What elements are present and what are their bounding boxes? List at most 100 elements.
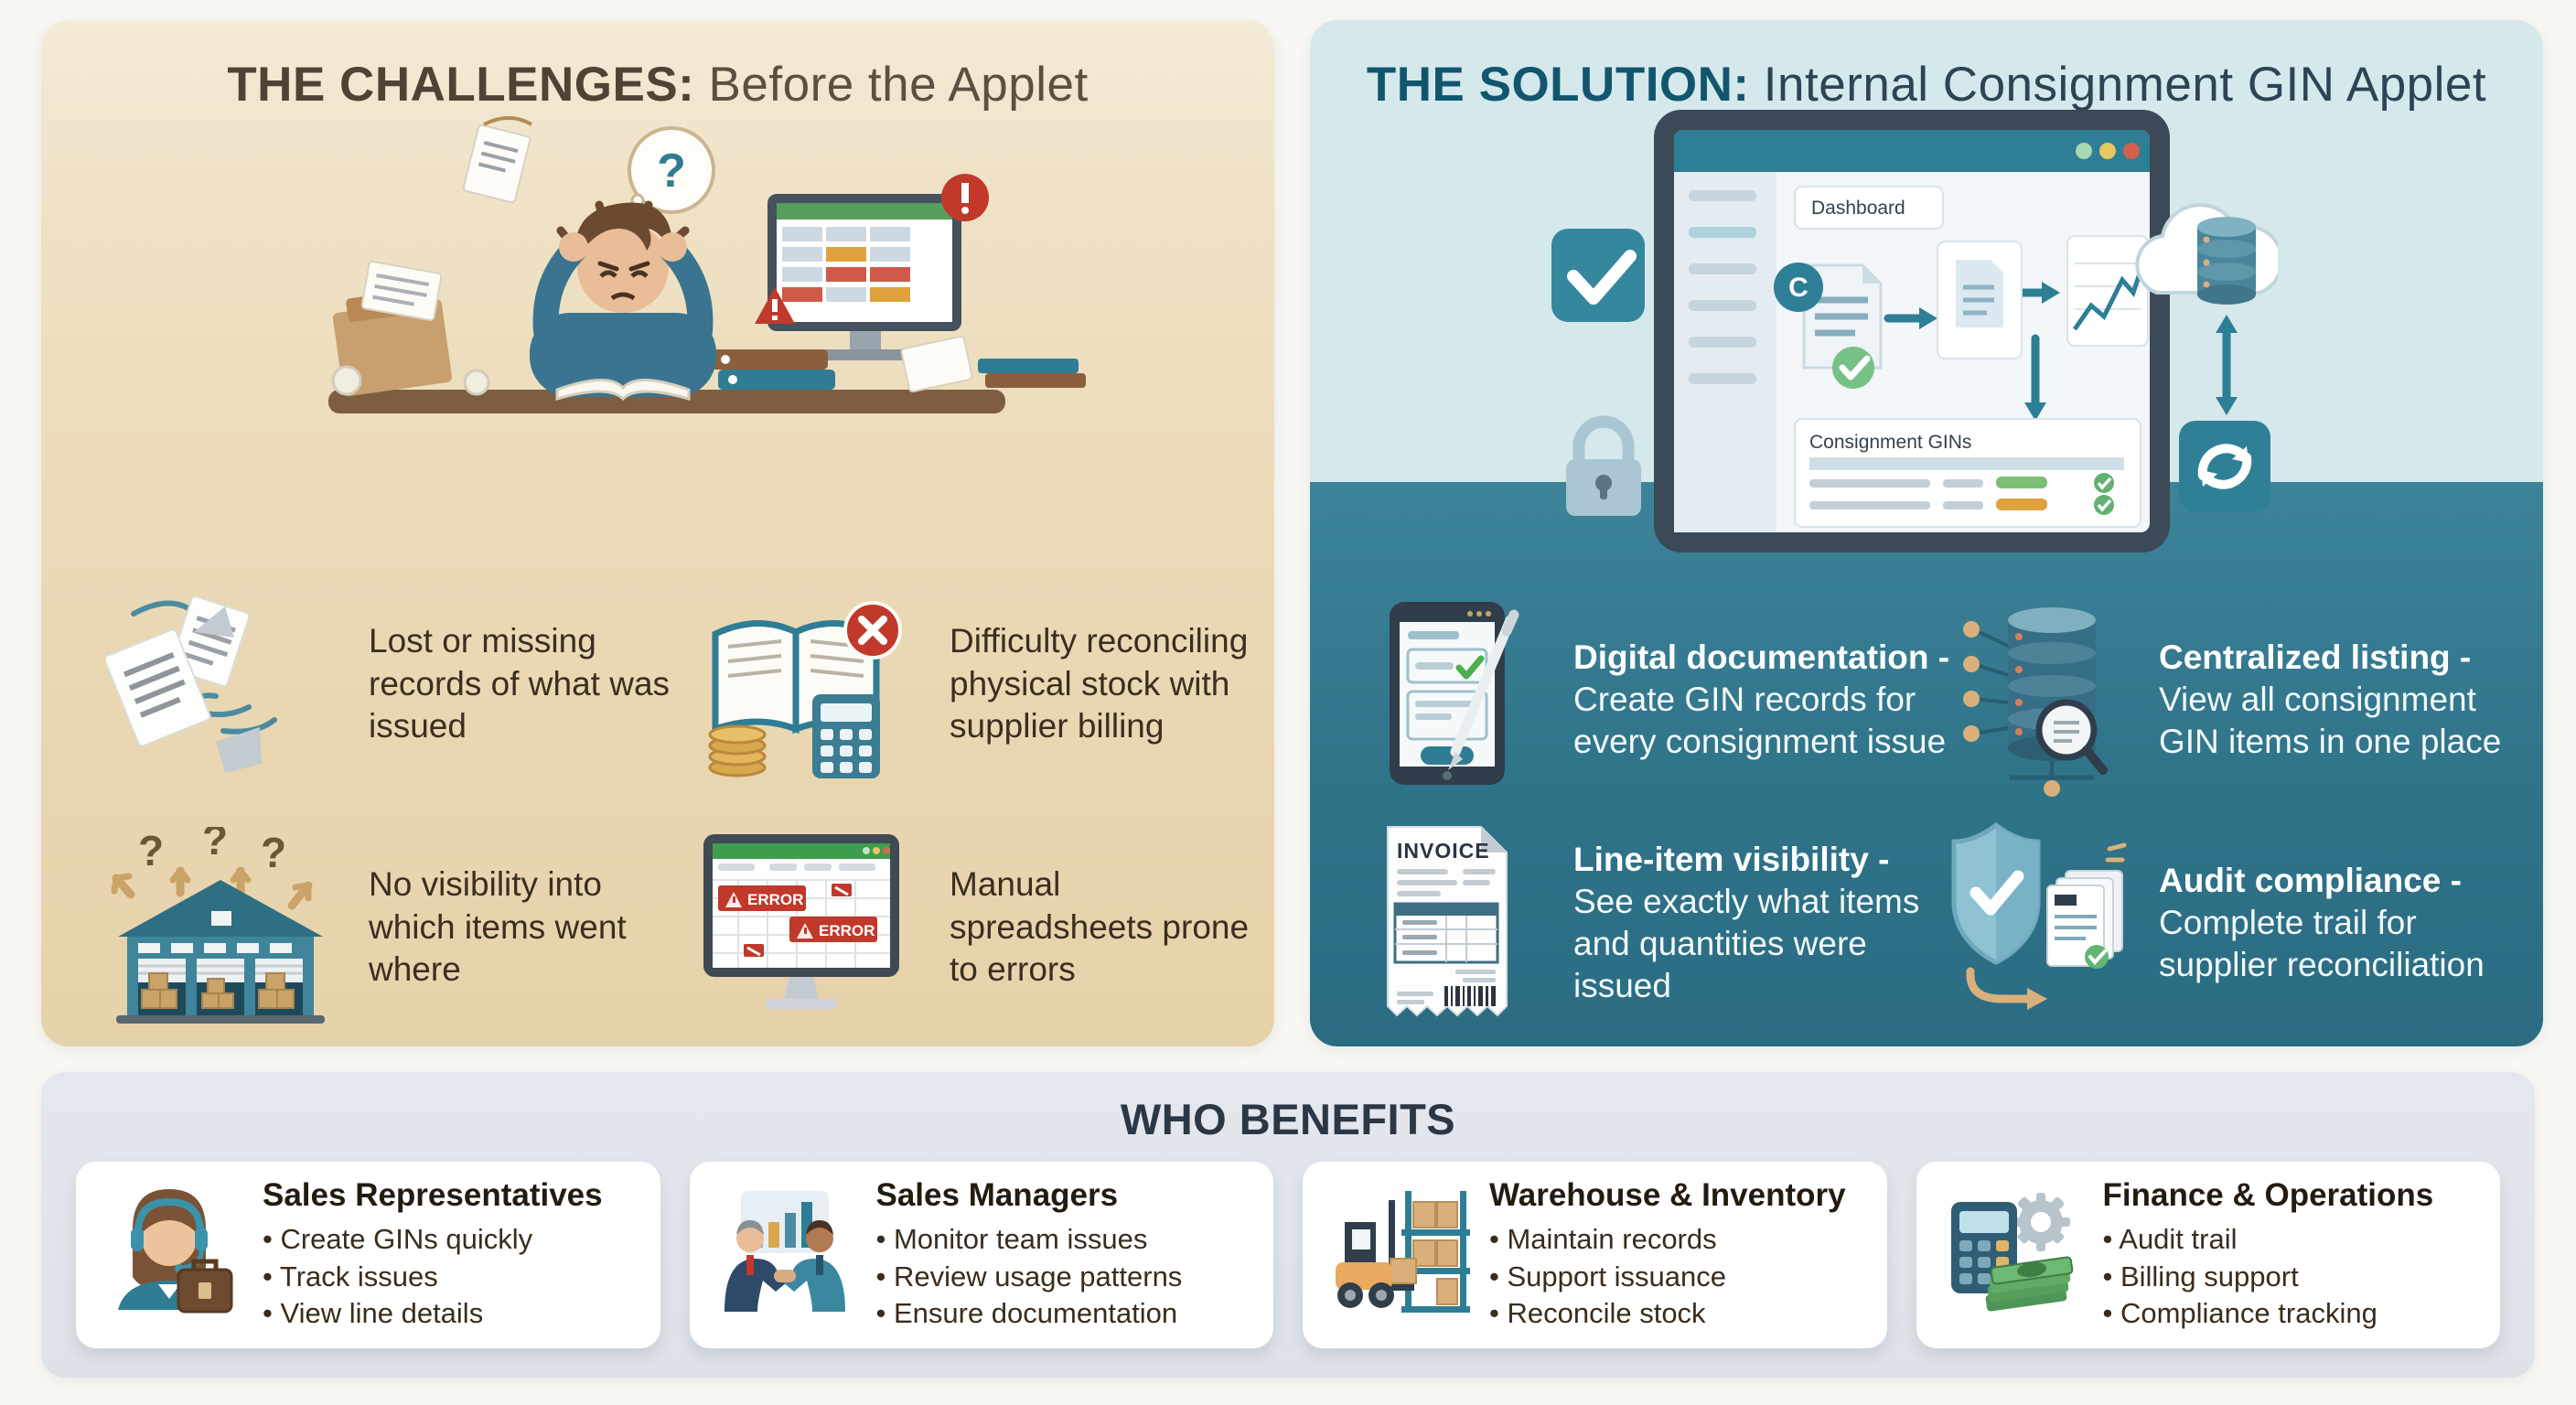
invoice-icon: INVOICE: [1354, 818, 1546, 1028]
ledger-reconcile-icon: [677, 580, 926, 788]
tablet-form-icon: [1354, 595, 1546, 805]
shield-audit-icon: [1939, 818, 2131, 1028]
cloud-database-icon: [2135, 203, 2284, 305]
solution-text-1: Digital documentation - Create GIN recor…: [1573, 638, 1950, 761]
documents-stack-icon: [2046, 870, 2123, 969]
stressed-worker-illustration: ?: [209, 113, 1106, 575]
benefit-bullet: Billing support: [2103, 1259, 2434, 1296]
flying-papers-icon: [96, 580, 345, 788]
solution-item-audit-compliance: Audit compliance - Complete trail for su…: [1939, 818, 2543, 1028]
stressed-person: [530, 200, 716, 397]
sync-arrow: [2216, 315, 2238, 415]
gear-icon: [2011, 1193, 2070, 1251]
svg-text:?: ?: [202, 827, 228, 863]
benefit-card-finance-operations: Finance & Operations Audit trail Billing…: [1916, 1162, 2500, 1348]
shelf-rack: [1401, 1191, 1470, 1313]
stressed-worker-svg: ?: [328, 116, 1086, 413]
challenge-text-3: No visibility into which items went wher…: [369, 865, 627, 989]
benefit-card-text: Warehouse & Inventory Maintain records S…: [1489, 1177, 1846, 1334]
benefit-card-text: Sales Representatives Create GINs quickl…: [263, 1177, 603, 1334]
money-stack-icon: [1985, 1256, 2073, 1312]
dashboard-label: Dashboard: [1811, 198, 1905, 219]
open-book: [555, 379, 691, 402]
challenge-text-4: Manual spreadsheets prone to errors: [950, 865, 1250, 989]
solution-text-2: Centralized listing - View all consignme…: [2159, 638, 2502, 761]
warehouse-roof: [118, 880, 323, 937]
solution-title-bold: THE SOLUTION:: [1366, 58, 1750, 112]
challenges-title-bold: THE CHALLENGES:: [227, 58, 695, 112]
challenges-panel: THE CHALLENGES: Before the Applet ?: [41, 20, 1274, 1046]
record-document-card: [1937, 241, 2023, 359]
svg-text:?: ?: [138, 827, 164, 874]
svg-text:ERROR: ERROR: [747, 891, 803, 908]
solution-item-line-item-visibility: INVOICE Line-item visibility - See exact…: [1354, 818, 1958, 1028]
consignment-gins-label: Consignment GINs: [1809, 432, 1971, 453]
loose-papers-icon: [462, 116, 533, 204]
challenge-item-no-visibility: ? ? ?: [96, 823, 687, 1032]
analytics-chart-card: [2066, 235, 2149, 347]
benefit-card-warehouse-inventory: Warehouse & Inventory Maintain records S…: [1303, 1162, 1887, 1348]
benefit-bullet: Support issuance: [1489, 1259, 1846, 1296]
warehouse-icon: ? ? ?: [96, 823, 345, 1032]
challenge-item-reconciling: Difficulty reconciling physical stock wi…: [677, 580, 1268, 788]
solution-text-4: Audit compliance - Complete trail for su…: [2159, 861, 2485, 984]
consignment-gins-card: Consignment GINs: [1794, 418, 2141, 528]
question-mark-icon: ?: [657, 145, 686, 198]
paper-clutter-left: [331, 261, 490, 397]
benefit-card-text: Finance & Operations Audit trail Billing…: [2103, 1177, 2434, 1334]
thought-bubble: [628, 126, 715, 214]
alert-badge-icon: [941, 174, 989, 221]
database-network-icon: [1939, 595, 2131, 805]
benefit-card-text: Sales Managers Monitor team issues Revie…: [876, 1177, 1183, 1334]
gin-document-node: C: [1774, 263, 1883, 389]
error-spreadsheet-icon: ERROR ERROR: [677, 823, 926, 1032]
applet-tablet-illustration: Dashboard C: [1537, 99, 2284, 579]
solution-text-3: Line-item visibility - See exactly what …: [1573, 840, 1920, 1005]
benefit-card-title: Sales Managers: [875, 1176, 1119, 1213]
solution-title-rest: Internal Consignment GIN Applet: [1749, 58, 2487, 112]
benefit-card-title: Sales Representatives: [263, 1176, 603, 1213]
refresh-icon: [2179, 421, 2270, 512]
coins-stack: [708, 724, 767, 777]
solution-item-digital-documentation: Digital documentation - Create GIN recor…: [1354, 595, 1958, 805]
support-agent-icon: [92, 1176, 250, 1334]
calculator-mini-icon: [812, 693, 880, 778]
error-banner-2: ERROR: [789, 917, 877, 942]
invoice-label: INVOICE: [1397, 839, 1490, 863]
challenges-title: THE CHALLENGES: Before the Applet: [41, 57, 1274, 113]
benefit-card-sales-managers: Sales Managers Monitor team issues Revie…: [689, 1162, 1273, 1348]
forklift-truck: [1336, 1200, 1417, 1308]
benefit-bullet: Create GINs quickly: [263, 1221, 603, 1259]
benefit-card-title: Finance & Operations: [2102, 1176, 2434, 1213]
solution-item-centralized-listing: Centralized listing - View all consignme…: [1939, 595, 2543, 805]
challenge-item-manual-errors: ERROR ERROR Manual spreadsheets prone to…: [677, 823, 1268, 1032]
benefits-title: WHO BENEFITS: [1120, 1095, 1456, 1143]
lock-icon: [1566, 415, 1641, 516]
benefit-bullet: Review usage patterns: [876, 1259, 1182, 1296]
challenge-text-1: Lost or missing records of what was issu…: [369, 622, 671, 745]
solution-title: THE SOLUTION: Internal Consignment GIN A…: [1310, 57, 2543, 113]
check-square-icon: [1551, 229, 1645, 322]
benefit-bullet: Monitor team issues: [876, 1221, 1183, 1259]
benefit-bullet: View line details: [263, 1295, 603, 1333]
svg-text:ERROR: ERROR: [819, 922, 875, 939]
spreadsheet-monitor-icon: [755, 194, 961, 360]
benefit-bullet: Ensure documentation: [876, 1295, 1183, 1333]
benefit-bullet: Maintain records: [1489, 1221, 1846, 1259]
benefit-card-title: Warehouse & Inventory: [1489, 1176, 1846, 1213]
benefit-bullet: Track issues: [263, 1259, 603, 1296]
applet-tablet-svg: Dashboard C: [1551, 110, 2284, 552]
solution-teal-band: [1310, 482, 2543, 1046]
svg-text:?: ?: [261, 829, 286, 876]
benefit-cards-row: Sales Representatives Create GINs quickl…: [76, 1162, 2500, 1348]
benefit-bullet: Audit trail: [2103, 1221, 2434, 1259]
error-banner-1: ERROR: [718, 885, 806, 911]
briefcase-icon: [177, 1259, 233, 1314]
challenge-text-2: Difficulty reconciling physical stock wi…: [950, 622, 1249, 745]
magnifier-icon: [2035, 699, 2108, 775]
finance-icon: [1933, 1176, 2090, 1334]
benefits-band: WHO BENEFITS: [41, 1072, 2535, 1378]
benefit-bullet: Reconcile stock: [1489, 1295, 1846, 1333]
binders-stack: [711, 349, 1086, 390]
